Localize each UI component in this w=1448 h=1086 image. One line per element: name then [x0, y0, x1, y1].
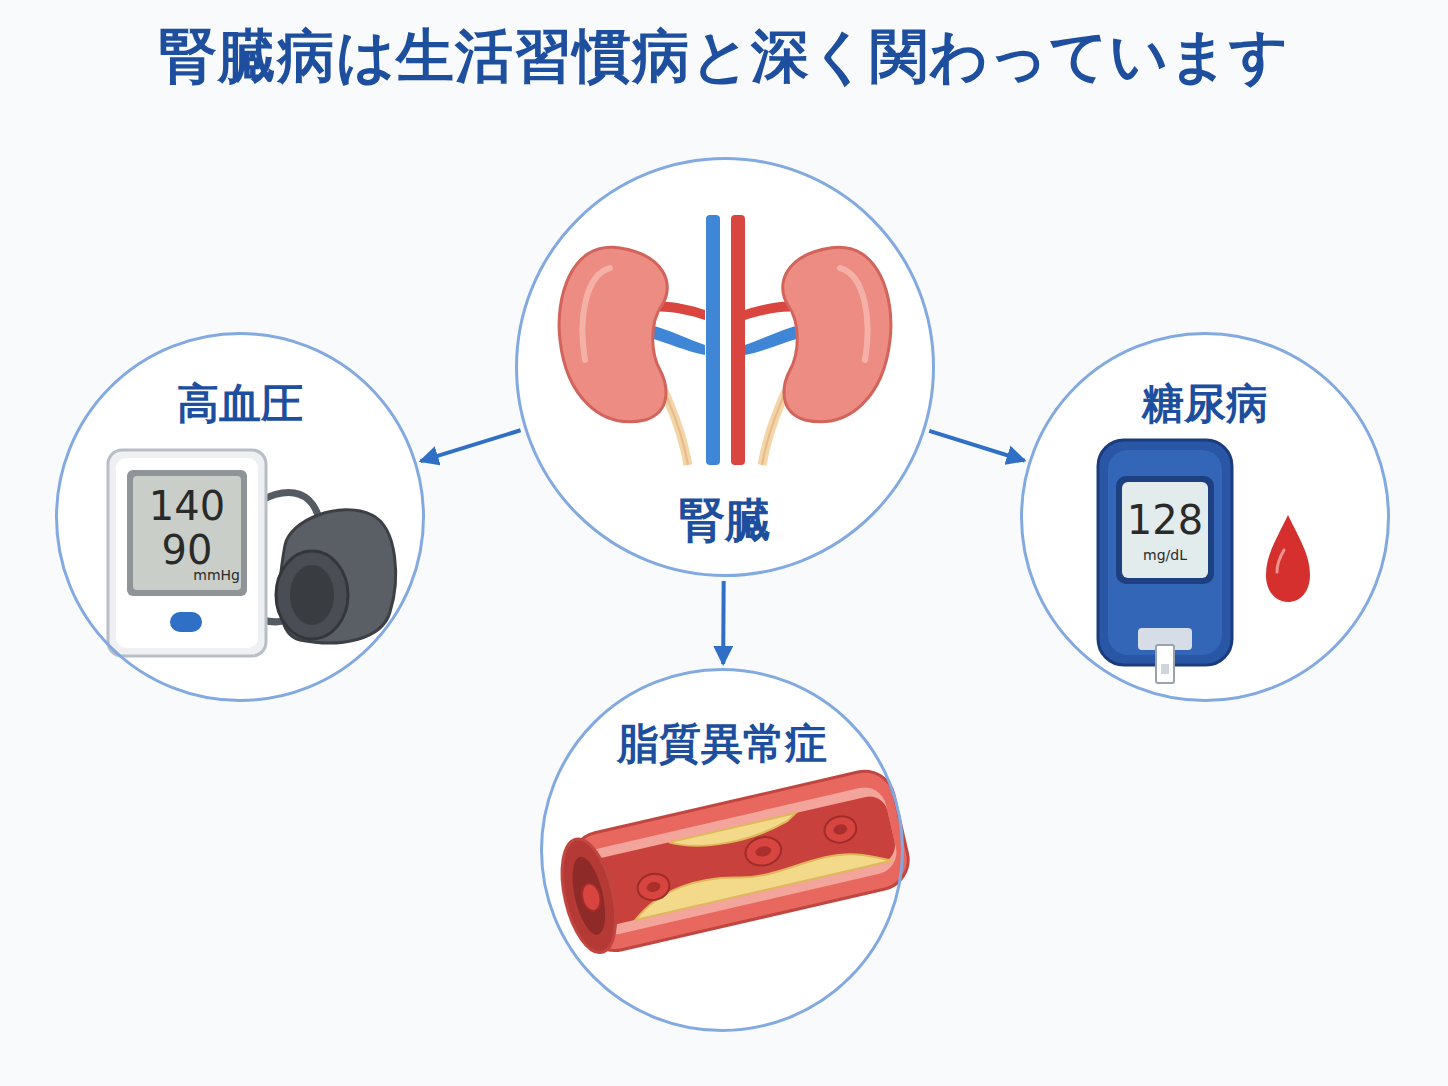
diagram-title: 腎臓病は生活習慣病と深く関わっています — [0, 18, 1448, 96]
circle-label: 脂質異常症 — [617, 721, 827, 767]
blood-vessel — [552, 765, 914, 959]
condition-circle: 糖尿病 — [1020, 332, 1390, 702]
organ-circle: 腎臓 — [515, 157, 935, 577]
diastolic-reading: 90 — [134, 530, 240, 570]
unit-label: mg/dL — [1123, 548, 1207, 562]
unit-label: mmHg — [150, 568, 240, 582]
connector-arrow — [421, 430, 521, 461]
systolic-reading: 140 — [134, 486, 240, 526]
circle-label: 糖尿病 — [1142, 381, 1268, 427]
connector-arrow — [721, 581, 726, 664]
circle-label: 腎臓 — [679, 495, 771, 546]
kidney-illustration — [559, 215, 891, 465]
condition-circle: 高血圧 — [55, 332, 425, 702]
blood-pressure-monitor — [108, 450, 396, 656]
circle-label: 高血圧 — [177, 381, 303, 427]
glucose-reading: 128 — [1123, 500, 1207, 540]
condition-circle: 脂質異常症 — [540, 668, 904, 1032]
circle-grounds — [55, 157, 1390, 1032]
connector-arrow — [929, 431, 1024, 461]
glucose-meter — [1098, 440, 1310, 683]
